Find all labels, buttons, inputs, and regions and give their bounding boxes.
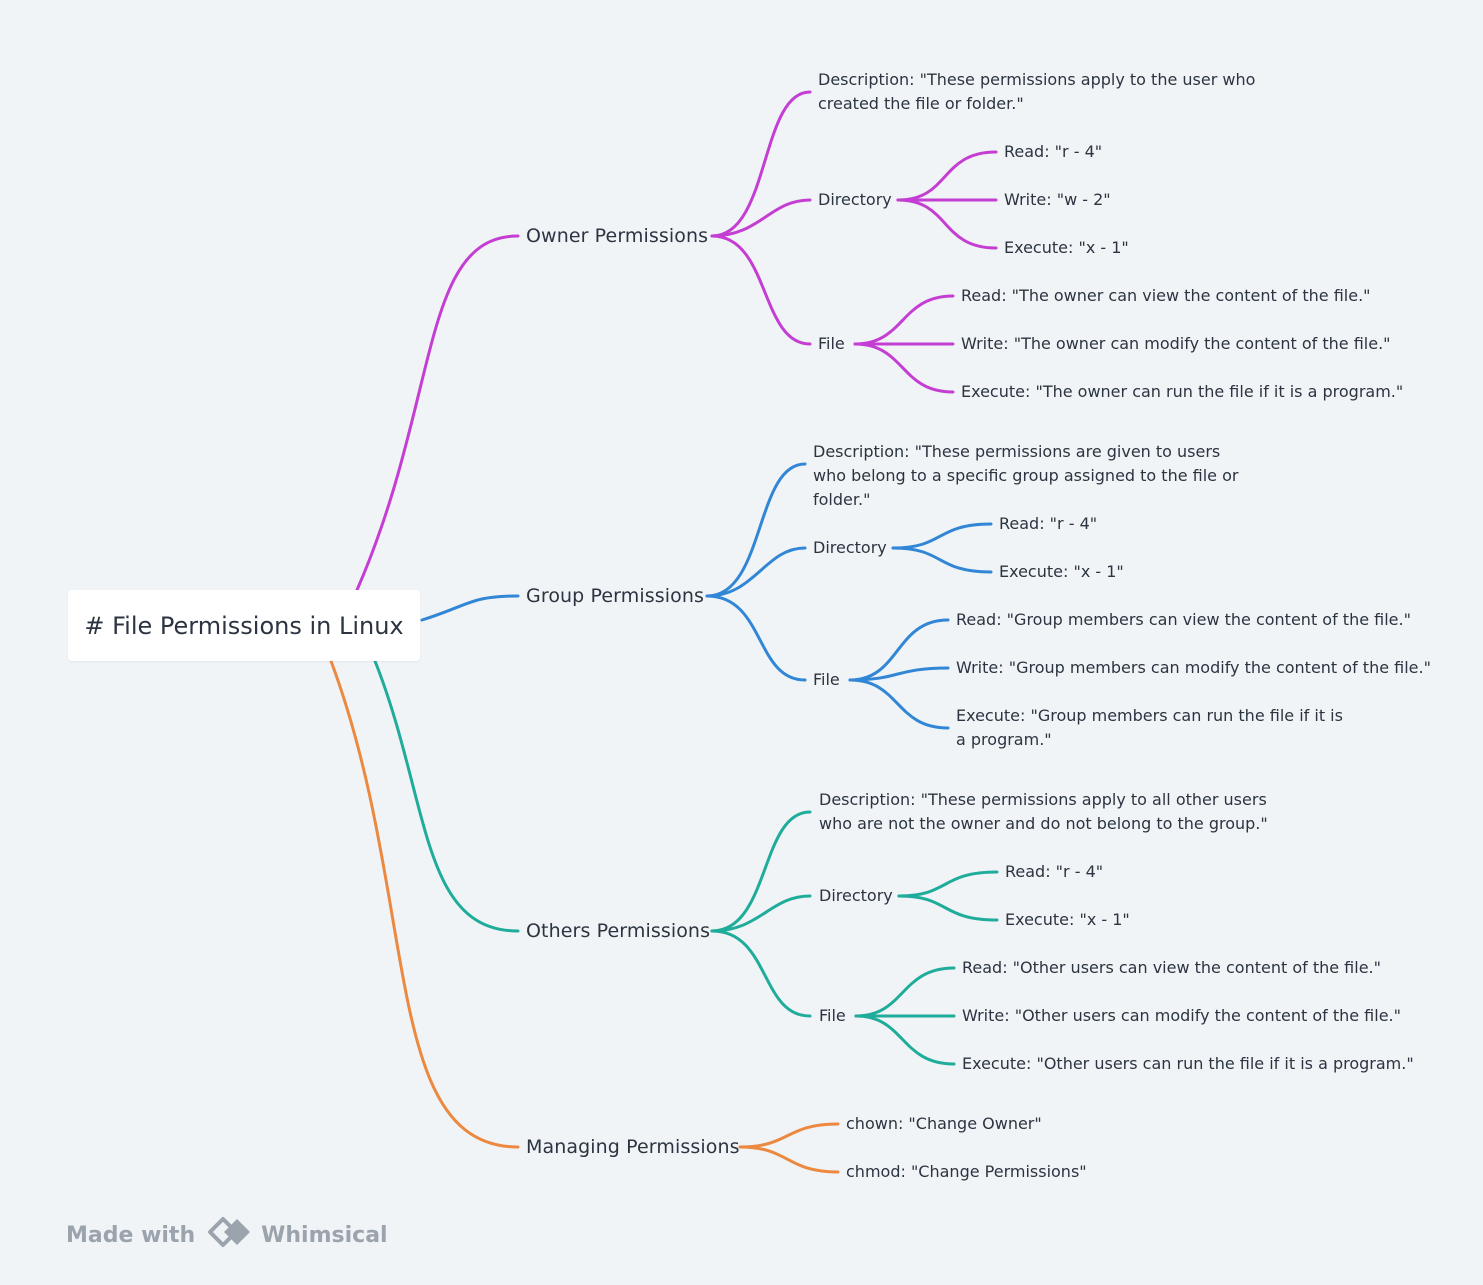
group-file-execute[interactable]: Execute: "Group members can run the file… xyxy=(956,706,1343,749)
connector-managing xyxy=(329,659,520,1149)
owner-file-read[interactable]: Read: "The owner can view the content of… xyxy=(961,286,1371,305)
others-file-write[interactable]: Write: "Other users can modify the conte… xyxy=(962,1006,1401,1025)
brand-prefix: Made with xyxy=(66,1222,196,1248)
owner-description[interactable]: Description: "These permissions apply to… xyxy=(818,70,1256,113)
others-file-execute[interactable]: Execute: "Other users can run the file i… xyxy=(962,1054,1414,1073)
made-with-whimsical[interactable]: Made with Whimsical xyxy=(66,1216,388,1254)
others-file-read[interactable]: Read: "Other users can view the content … xyxy=(962,958,1381,977)
group-directory-read[interactable]: Read: "r - 4" xyxy=(999,514,1098,533)
connector-others xyxy=(373,659,520,933)
connector-group-dir-read xyxy=(891,522,993,550)
connector-group-file xyxy=(705,594,807,682)
connector-owner-dir-exec xyxy=(896,198,998,250)
connector-owner-dir xyxy=(710,198,812,238)
connector-owner xyxy=(355,234,520,592)
others-file[interactable]: File xyxy=(819,1006,846,1025)
group-directory[interactable]: Directory xyxy=(813,538,887,557)
owner-directory-execute[interactable]: Execute: "x - 1" xyxy=(1004,238,1129,257)
owner-directory[interactable]: Directory xyxy=(818,190,892,209)
connector-managing-chmod xyxy=(738,1145,840,1174)
connector-others-file-exec xyxy=(854,1014,956,1066)
connector-group-desc xyxy=(705,462,807,598)
owner-file-execute[interactable]: Execute: "The owner can run the file if … xyxy=(961,382,1404,401)
others-directory-read[interactable]: Read: "r - 4" xyxy=(1005,862,1104,881)
group-description[interactable]: Description: "These permissions are give… xyxy=(813,442,1239,509)
connector-others-dir xyxy=(710,894,812,933)
connector-group-file-write xyxy=(848,666,950,682)
connector-others-file-read xyxy=(854,966,956,1018)
branch-group[interactable]: Group Permissions xyxy=(526,585,704,607)
owner-file-write[interactable]: Write: "The owner can modify the content… xyxy=(961,334,1391,353)
brand-name: Whimsical xyxy=(261,1222,388,1248)
branch-others[interactable]: Others Permissions xyxy=(526,920,711,942)
connector-others-desc xyxy=(710,810,812,933)
connector-owner-file-exec xyxy=(853,342,955,394)
others-directory-execute[interactable]: Execute: "x - 1" xyxy=(1005,910,1130,929)
connector-owner-file-read xyxy=(853,294,955,346)
connector-group-dir xyxy=(705,546,807,598)
others-directory[interactable]: Directory xyxy=(819,886,893,905)
connector-owner-desc xyxy=(710,90,812,238)
root-node[interactable]: # File Permissions in Linux xyxy=(68,590,420,661)
connector-others-dir-exec xyxy=(897,894,999,922)
branch-owner[interactable]: Owner Permissions xyxy=(526,225,709,247)
owner-file[interactable]: File xyxy=(818,334,845,353)
group-directory-execute[interactable]: Execute: "x - 1" xyxy=(999,562,1124,581)
owner-directory-write[interactable]: Write: "w - 2" xyxy=(1004,190,1111,209)
connector-group-file-read xyxy=(848,618,950,682)
managing-chmod[interactable]: chmod: "Change Permissions" xyxy=(846,1162,1087,1181)
connector-others-file xyxy=(710,929,812,1018)
connector-owner-dir-read xyxy=(896,150,998,202)
connector-group-dir-exec xyxy=(891,546,993,574)
root-label: # File Permissions in Linux xyxy=(84,611,404,640)
connector-others-dir-read xyxy=(897,870,999,898)
connector-group xyxy=(420,594,520,622)
managing-chown[interactable]: chown: "Change Owner" xyxy=(846,1114,1042,1133)
group-file-read[interactable]: Read: "Group members can view the conten… xyxy=(956,610,1411,629)
whimsical-logo-icon xyxy=(207,1215,255,1255)
connector-managing-chown xyxy=(738,1122,840,1149)
branch-managing[interactable]: Managing Permissions xyxy=(526,1136,740,1158)
group-file[interactable]: File xyxy=(813,670,840,689)
owner-directory-read[interactable]: Read: "r - 4" xyxy=(1004,142,1103,161)
connector-owner-file xyxy=(710,234,812,346)
connector-group-file-exec xyxy=(848,678,950,730)
group-file-write[interactable]: Write: "Group members can modify the con… xyxy=(956,658,1431,677)
others-description[interactable]: Description: "These permissions apply to… xyxy=(819,790,1268,833)
